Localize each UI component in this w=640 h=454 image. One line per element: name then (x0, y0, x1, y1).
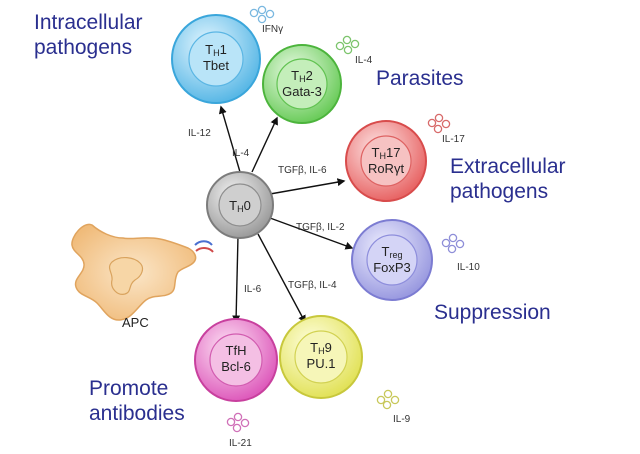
th1-factor: Tbet (203, 58, 229, 73)
th0-name: TH0 (229, 198, 251, 214)
cell-th17: TH17 RoRγt (345, 120, 427, 202)
th1-name: TH1 (205, 42, 227, 58)
th9-factor: PU.1 (307, 356, 336, 371)
cell-th9: TH9 PU.1 (279, 315, 363, 399)
apc-receptor-blue (194, 240, 213, 246)
function-parasites: Parasites (376, 66, 464, 91)
tfh-factor: Bcl-6 (221, 359, 251, 374)
function-antibodies-line2: antibodies (89, 402, 185, 425)
function-intracellular-pathogens: Intracellular pathogens (34, 10, 143, 60)
function-extracellular-line1: Extracellular (450, 155, 566, 178)
secreted-il10: IL-10 (457, 262, 480, 273)
apc-receptor-red (195, 247, 214, 253)
label-tgfb-il6: TGFβ, IL-6 (278, 165, 327, 176)
treg-factor: FoxP3 (373, 260, 411, 275)
label-tgfb-il2: TGFβ, IL-2 (296, 222, 345, 233)
arrow-to-th2 (251, 116, 278, 173)
function-parasites-line1: Parasites (376, 67, 464, 90)
th17-name: TH17 (372, 145, 401, 161)
function-extracellular-pathogens: Extracellular pathogens (450, 154, 566, 204)
th2-factor: Gata-3 (282, 84, 322, 99)
arrow-to-th17 (269, 178, 346, 195)
label-il4: IL-4 (232, 148, 250, 159)
dots-il21 (226, 412, 250, 433)
th17-factor: RoRγt (368, 161, 405, 176)
arrow-to-th1 (218, 105, 241, 173)
label-il6: IL-6 (244, 284, 262, 295)
apc-label: APC (122, 315, 149, 330)
th9-name: TH9 (310, 340, 332, 356)
label-il12: IL-12 (188, 128, 211, 139)
function-suppression-line1: Suppression (434, 301, 551, 324)
cell-th2: TH2 Gata-3 (262, 44, 342, 124)
function-extracellular-line2: pathogens (450, 180, 549, 203)
cell-th0: TH0 (206, 171, 274, 239)
apc-nucleus (109, 257, 144, 295)
dots-ifng (249, 5, 275, 24)
function-intracellular-line2: pathogens (34, 36, 133, 59)
cell-treg: Treg FoxP3 (351, 219, 433, 301)
label-tgfb-il4: TGFβ, IL-4 (288, 280, 337, 291)
tfh-name: TfH (226, 343, 247, 358)
apc-cell: APC (71, 223, 214, 330)
arrow-to-th9 (257, 233, 306, 324)
dots-il4 (335, 35, 360, 55)
secreted-il4: IL-4 (355, 55, 373, 66)
function-promote-antibodies: Promote antibodies (89, 376, 185, 426)
arrow-to-tfh (232, 235, 241, 324)
cell-tfh: TfH Bcl-6 (194, 318, 278, 402)
function-intracellular-line1: Intracellular (34, 11, 143, 34)
secreted-ifng: IFNγ (262, 24, 283, 35)
function-antibodies-line1: Promote (89, 377, 169, 400)
secreted-il21: IL-21 (229, 438, 252, 449)
cell-th1: TH1 Tbet (171, 14, 261, 104)
function-suppression: Suppression (434, 300, 551, 325)
differentiation-arrows (218, 105, 354, 324)
th2-name: TH2 (291, 68, 313, 84)
arrow-to-treg (269, 217, 354, 250)
dots-il9 (376, 389, 400, 410)
secreted-il9: IL-9 (393, 414, 411, 425)
dots-il10 (441, 233, 465, 254)
treg-name: Treg (382, 244, 403, 260)
secreted-il17: IL-17 (442, 134, 465, 145)
dots-il17 (427, 113, 451, 134)
